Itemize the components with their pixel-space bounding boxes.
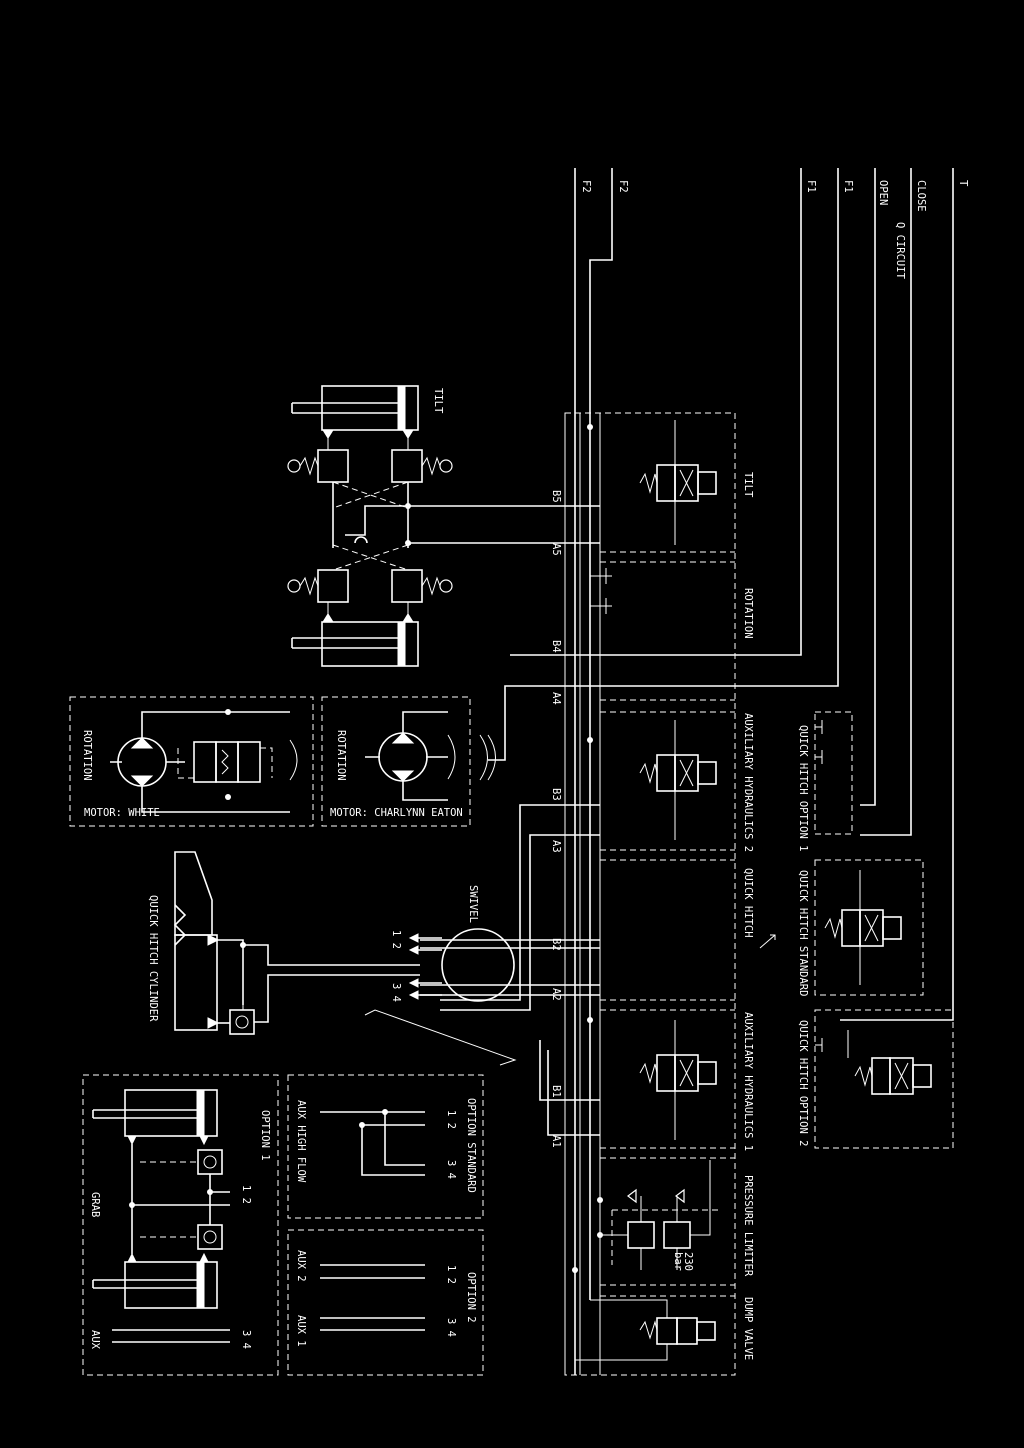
directional-valve-tilt <box>639 420 717 545</box>
quick-hitch-selector-arrow <box>759 934 776 949</box>
option1-grab: GRAB <box>89 1192 101 1217</box>
qh-standard-label: QUICK HITCH STANDARD <box>797 870 809 996</box>
work-port-a5: A5 <box>550 543 562 556</box>
quick-hitch-cylinder-label: QUICK HITCH CYLINDER <box>147 895 159 1022</box>
section-label-dump-valve: DUMP VALVE <box>742 1297 754 1360</box>
port-label-t: T <box>957 180 969 187</box>
work-port-b1: B1 <box>550 1085 562 1098</box>
option1-ports-b: 3 4 <box>240 1330 252 1349</box>
option-standard-ports-b: 3 4 <box>445 1160 457 1179</box>
motor-white: ROTATION MOTOR: WHITE <box>69 696 314 827</box>
port-label-f2-b: F2 <box>580 180 592 193</box>
section-label-aux1: AUXILIARY HYDRAULICS 1 <box>742 1012 754 1151</box>
section-label-pressure-limiter: PRESSURE LIMITER <box>742 1175 754 1277</box>
work-port-lines <box>345 505 600 1136</box>
tilt-label: TILT <box>432 388 444 414</box>
option2-aux2: AUX 2 <box>295 1250 307 1282</box>
pressure-unit: bar <box>672 1252 684 1271</box>
option-standard-ports-a: 1 2 <box>445 1110 457 1129</box>
work-port-a2: A2 <box>550 988 562 1001</box>
section-label-rotation: ROTATION <box>742 588 754 639</box>
swivel-ports-top: 1 2 <box>390 930 402 949</box>
work-port-b2: B2 <box>550 938 562 951</box>
qh-option2-label: QUICK HITCH OPTION 2 <box>797 1020 809 1146</box>
option1-ports-a: 1 2 <box>240 1185 252 1204</box>
qh-option1-label: QUICK HITCH OPTION 1 <box>797 725 809 851</box>
quick-hitch-cylinder: QUICK HITCH CYLINDER <box>147 851 420 1035</box>
pressure-value: 230 <box>682 1252 694 1271</box>
section-label-quick-hitch: QUICK HITCH <box>742 868 754 938</box>
supply-lines <box>488 168 954 1375</box>
tilt-cylinder-assembly: TILT <box>287 385 453 667</box>
section-label-aux2: AUXILIARY HYDRAULICS 2 <box>742 713 754 852</box>
work-port-b5: B5 <box>550 490 562 503</box>
option1-aux: AUX <box>89 1330 101 1350</box>
option-standard-title: OPTION STANDARD <box>465 1098 477 1193</box>
swivel: SWIVEL 1 2 3 4 <box>364 885 517 1066</box>
valve-bank <box>564 412 736 1376</box>
quick-hitch-option-2: QUICK HITCH OPTION 2 <box>797 1009 954 1149</box>
option-1: OPTION 1 1 2 3 4 GRAB AUX <box>82 1074 279 1376</box>
q-circuit-label: Q CIRCUIT <box>894 222 906 280</box>
valve-section-labels: TILT ROTATION AUXILIARY HYDRAULICS 2 QUI… <box>742 472 754 1360</box>
work-port-a3: A3 <box>550 840 562 853</box>
port-label-open: OPEN <box>877 180 889 205</box>
quick-hitch-standard: QUICK HITCH STANDARD <box>797 859 924 996</box>
work-port-a1: A1 <box>550 1135 562 1148</box>
junction-dots <box>572 424 603 1273</box>
swivel-ports-bottom: 3 4 <box>390 983 402 1002</box>
option2-title: OPTION 2 <box>465 1272 477 1323</box>
rotation-port-taps <box>590 568 612 614</box>
motor-charlynn-rotation: ROTATION <box>335 730 347 781</box>
motor-white-name: MOTOR: WHITE <box>84 807 160 819</box>
work-port-b4: B4 <box>550 640 562 653</box>
option-2: OPTION 2 1 2 3 4 AUX 2 AUX 1 <box>287 1229 484 1376</box>
directional-valve-aux2 <box>639 720 717 840</box>
dump-valve <box>575 1299 716 1361</box>
option2-ports-a: 1 2 <box>445 1265 457 1284</box>
work-port-b3: B3 <box>550 788 562 801</box>
motor-charlynn: ROTATION MOTOR: CHARLYNN EATON <box>321 696 471 827</box>
option2-ports-b: 3 4 <box>445 1318 457 1337</box>
motor-charlynn-name: MOTOR: CHARLYNN EATON <box>330 807 463 819</box>
motor-white-rotation: ROTATION <box>81 730 93 781</box>
work-port-a4: A4 <box>550 692 562 705</box>
swivel-label: SWIVEL <box>467 885 479 923</box>
section-label-tilt: TILT <box>742 472 754 498</box>
motor-hose-connection <box>479 734 496 781</box>
port-label-f2-a: F2 <box>617 180 629 193</box>
directional-valve-aux1 <box>639 1020 717 1140</box>
port-label-f1-a: F1 <box>842 180 854 193</box>
port-labels: T CLOSE OPEN F1 F1 F2 F2 Q CIRCUIT <box>580 180 969 280</box>
pressure-limiter: 230 bar <box>600 1160 720 1271</box>
work-port-labels: B5 A5 B4 A4 B3 A3 B2 A2 B1 A1 <box>550 490 562 1148</box>
port-label-close: CLOSE <box>915 180 927 212</box>
option2-aux1: AUX 1 <box>295 1315 307 1347</box>
option-standard: OPTION STANDARD 1 2 3 4 AUX HIGH FLOW <box>287 1074 484 1219</box>
option-standard-label: AUX HIGH FLOW <box>295 1100 307 1183</box>
quick-hitch-option-1: QUICK HITCH OPTION 1 <box>797 711 853 851</box>
option1-title: OPTION 1 <box>259 1110 271 1161</box>
port-label-f1-b: F1 <box>805 180 817 193</box>
